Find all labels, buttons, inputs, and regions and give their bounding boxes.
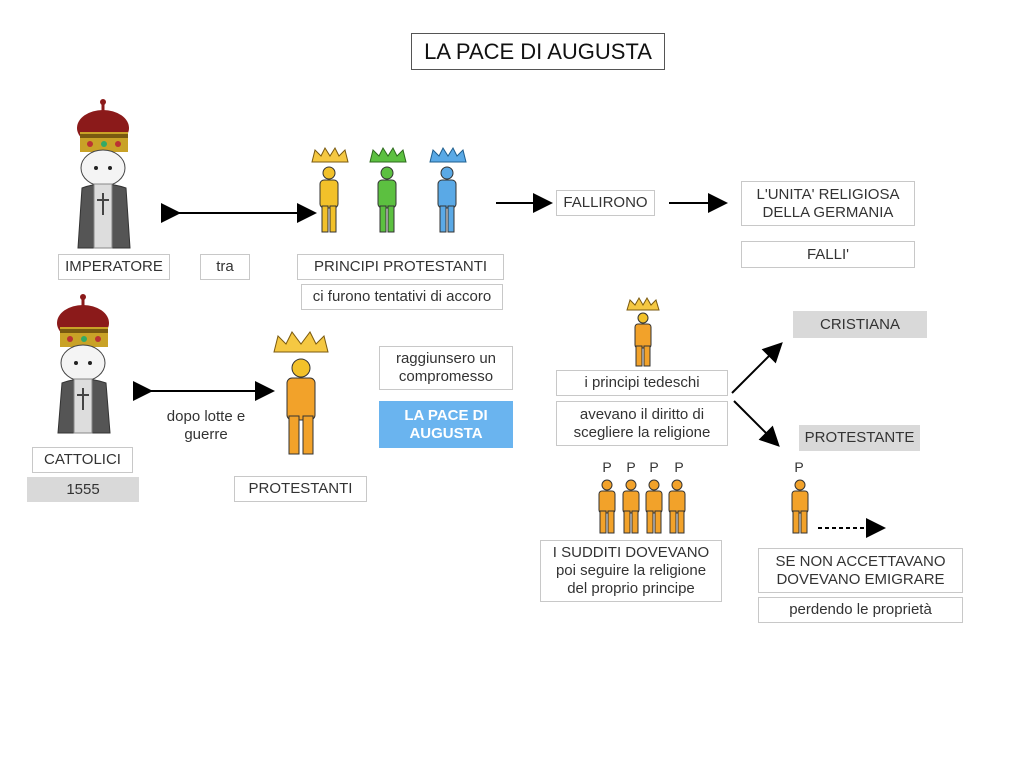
protestante-label: PROTESTANTE: [799, 425, 920, 451]
proprieta-label: perdendo le proprietà: [758, 597, 963, 623]
sudditi-label: I SUDDITI DOVEVANO poi seguire la religi…: [540, 540, 722, 602]
fallirono-label: FALLIRONO: [556, 190, 655, 216]
emigrare-label: SE NON ACCETTAVANO DOVEVANO EMIGRARE: [758, 548, 963, 593]
cattolici-label: CATTOLICI: [32, 447, 133, 473]
prince-icon: [273, 331, 329, 455]
emperor-icon: [57, 294, 111, 434]
diritto-label: avevano il diritto di scegliere la relig…: [556, 401, 728, 446]
prince-icon: [626, 296, 660, 367]
cristiana-label: CRISTIANA: [793, 311, 927, 338]
p-label: P: [674, 459, 684, 475]
subject-icon: [791, 479, 809, 534]
year-badge: 1555: [27, 477, 139, 502]
p-label: P: [649, 459, 659, 475]
principi-tedeschi-label: i principi tedeschi: [556, 370, 728, 396]
falli-label: FALLI': [741, 241, 915, 268]
dopo-lotte-label: dopo lotte e guerre: [166, 408, 246, 443]
emperor-icon: [77, 99, 131, 249]
tentativi-label: ci furono tentativi di accoro: [301, 284, 503, 310]
p-label: P: [626, 459, 636, 475]
arrow-icon: [731, 342, 783, 394]
prince-icon: [311, 146, 349, 233]
p-label: P: [602, 459, 612, 475]
subjects-icon: [598, 479, 686, 534]
principi-protestanti-label: PRINCIPI PROTESTANTI: [297, 254, 504, 280]
prince-icon: [369, 146, 407, 233]
arrow-icon: [733, 400, 780, 447]
page-title: LA PACE DI AUGUSTA: [411, 33, 665, 70]
imperatore-label: IMPERATORE: [58, 254, 170, 280]
protestanti-label: PROTESTANTI: [234, 476, 367, 502]
raggiunsero-label: raggiunsero un compromesso: [379, 346, 513, 390]
pace-augusta-box: LA PACE DI AUGUSTA: [379, 401, 513, 448]
p-label: P: [794, 459, 804, 475]
prince-icon: [429, 146, 467, 233]
tra-label: tra: [200, 254, 250, 280]
unita-label: L'UNITA' RELIGIOSA DELLA GERMANIA: [741, 181, 915, 226]
